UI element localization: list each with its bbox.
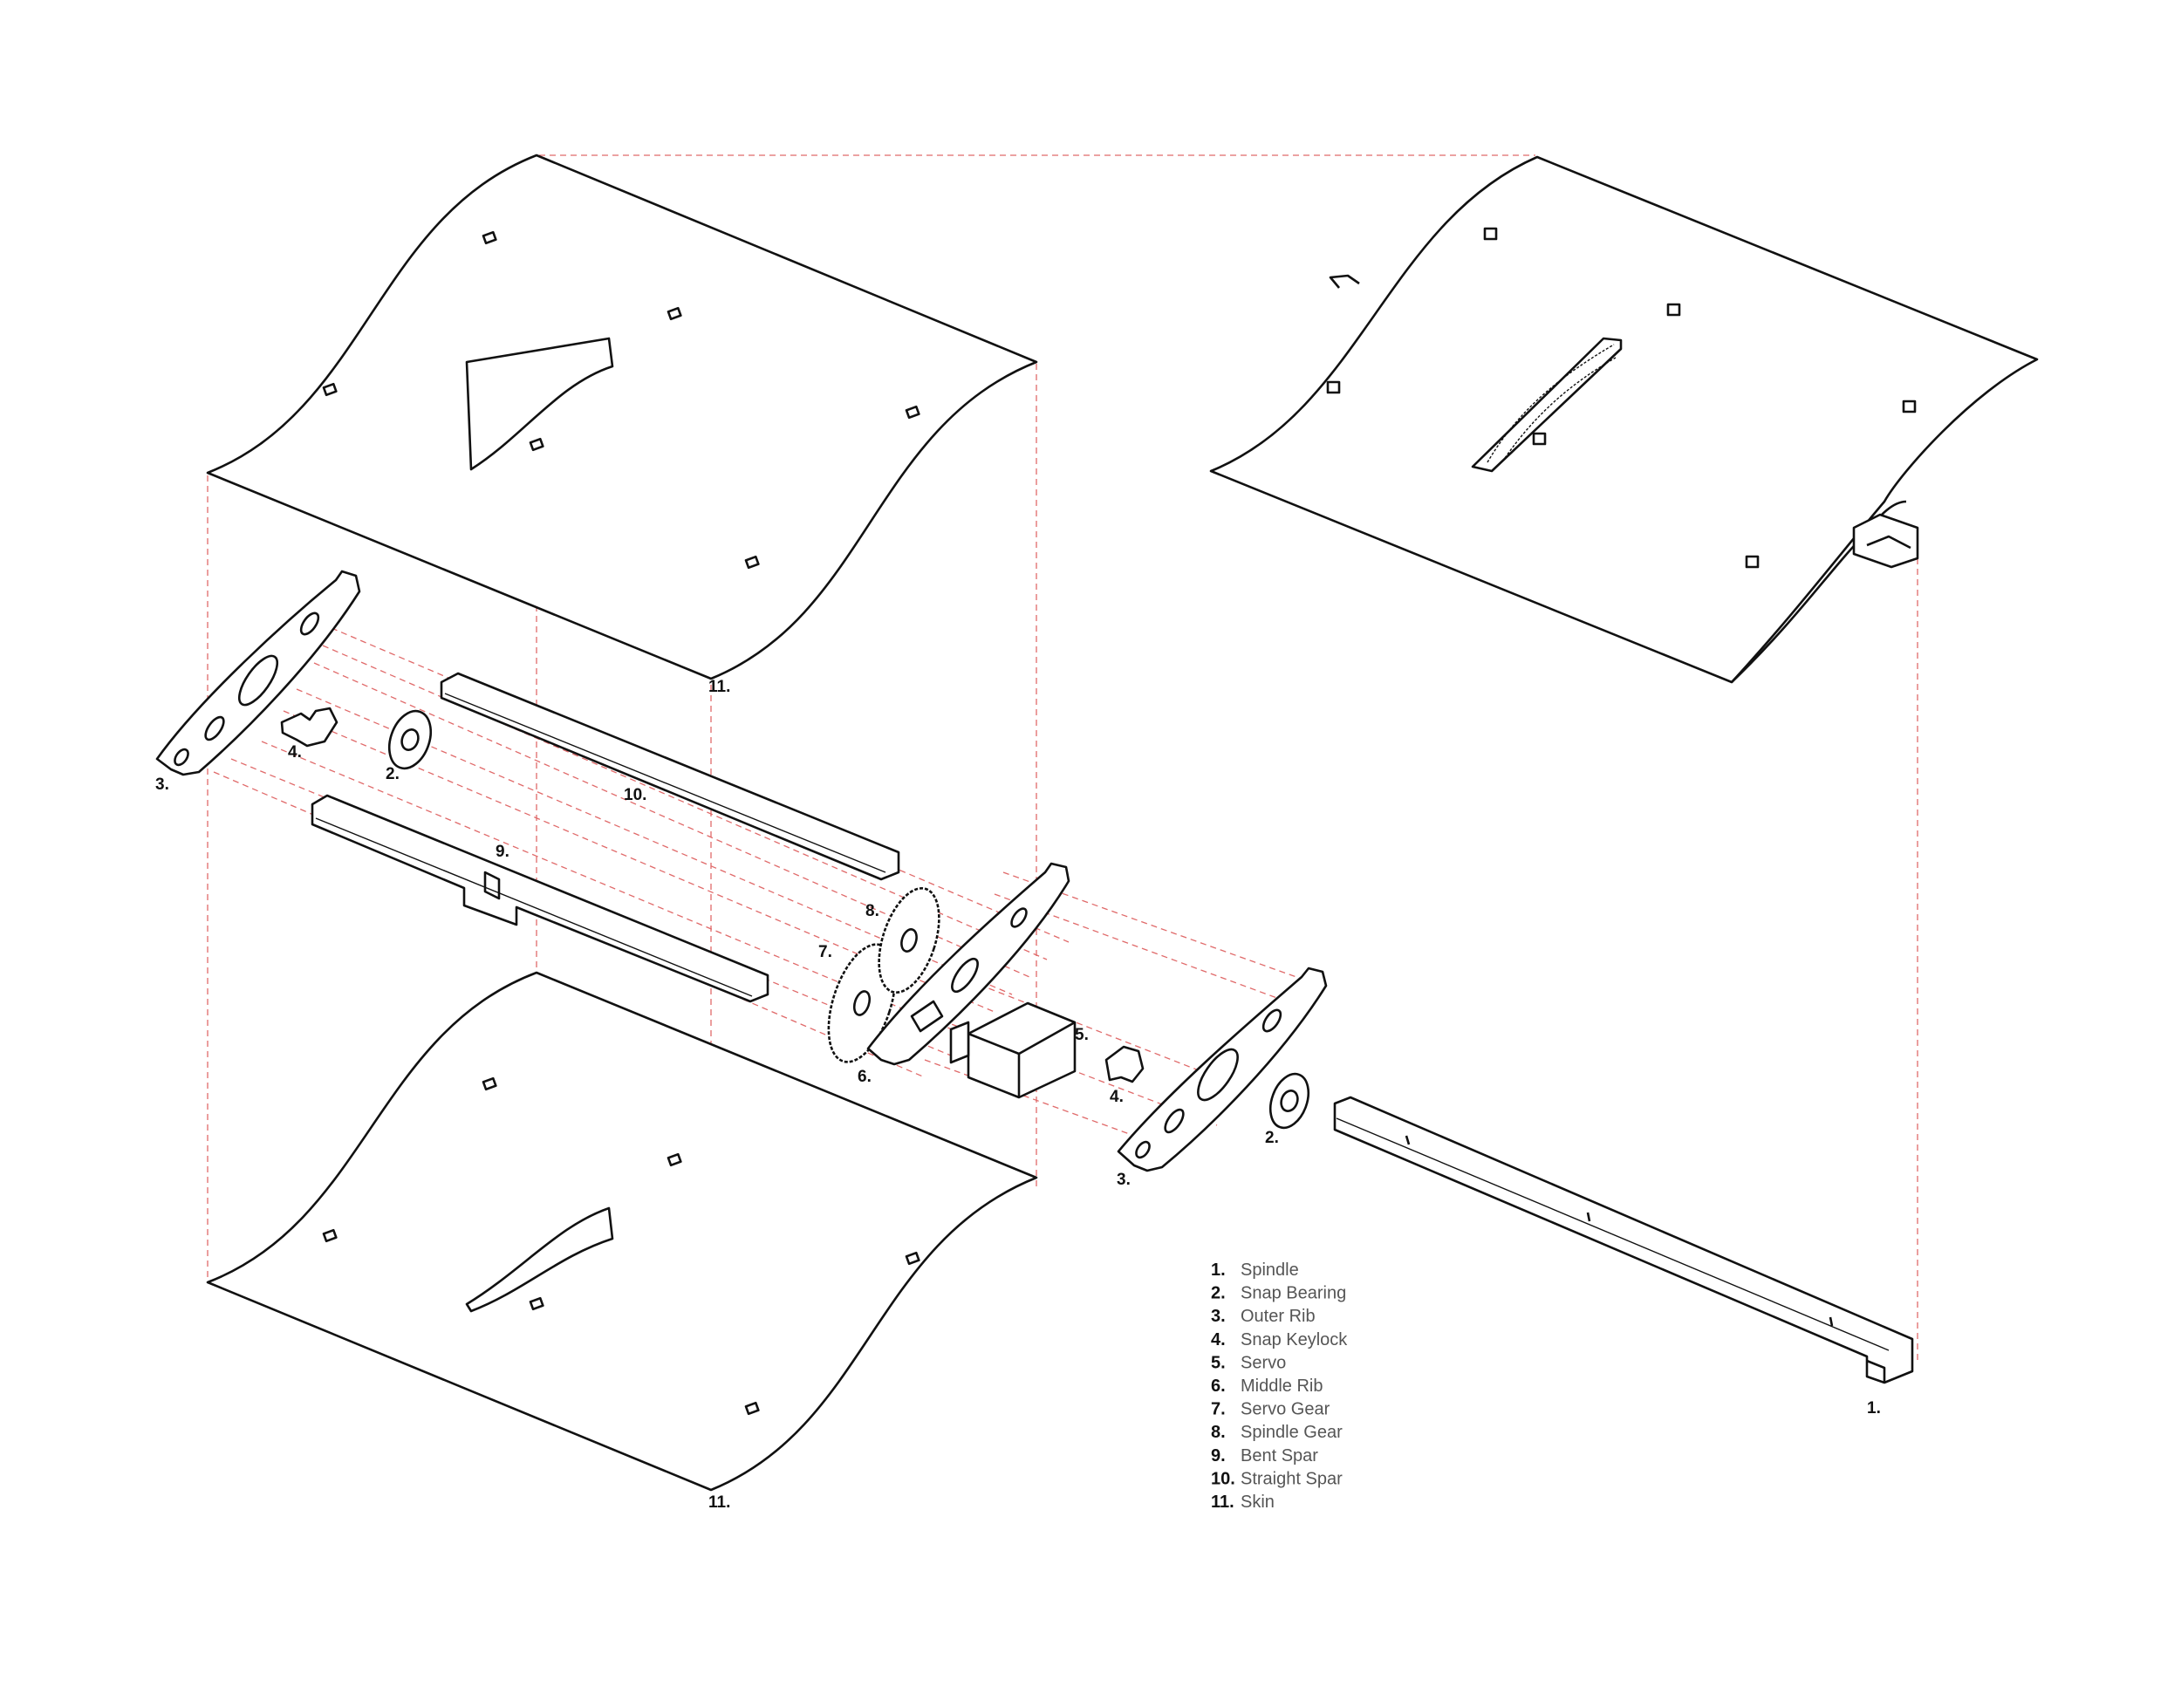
assembled-wing-spindle-end xyxy=(1852,513,1919,569)
legend-item-number: 5. xyxy=(1211,1353,1226,1372)
legend-item-number: 3. xyxy=(1211,1307,1226,1326)
legend-item-number: 8. xyxy=(1211,1423,1226,1442)
callout-middle-rib: 6. xyxy=(858,1068,872,1086)
servo-gear xyxy=(827,943,897,1063)
callout-spindle-gear: 8. xyxy=(865,902,879,920)
spindle xyxy=(1333,1096,1914,1384)
spindle-gear xyxy=(878,887,940,994)
outer-rib-left xyxy=(155,570,361,776)
skin-top-tabs xyxy=(322,230,920,570)
skin-bottom-tabs xyxy=(322,1076,920,1416)
legend-item: 8. Spindle Gear xyxy=(1211,1423,1343,1442)
legend-item-number: 7. xyxy=(1211,1400,1226,1419)
snap-bearing-left xyxy=(387,709,433,770)
callout-spindle: 1. xyxy=(1867,1399,1881,1418)
legend-item-name: Bent Spar xyxy=(1241,1446,1318,1465)
parts-legend: 1. Spindle 2. Snap Bearing 3. Outer Rib 4. Snap… xyxy=(1211,1261,1348,1512)
snap-bearing-right xyxy=(1268,1072,1310,1130)
assembled-wing xyxy=(1209,155,2039,684)
legend-item-name: Spindle xyxy=(1241,1261,1299,1280)
callout-skin-top: 11. xyxy=(708,678,730,696)
legend-item-name: Outer Rib xyxy=(1241,1307,1316,1326)
callout-servo: 5. xyxy=(1075,1026,1089,1044)
legend-item: 10. Straight Spar xyxy=(1211,1469,1343,1488)
legend-item-name: Servo Gear xyxy=(1241,1400,1330,1419)
legend-item-number: 9. xyxy=(1211,1446,1226,1465)
legend-item-name: Straight Spar xyxy=(1241,1469,1343,1488)
legend-item: 3. Outer Rib xyxy=(1211,1307,1316,1326)
legend-item: 11. Skin xyxy=(1211,1493,1275,1512)
legend-item-name: Skin xyxy=(1241,1493,1275,1512)
legend-item: 9. Bent Spar xyxy=(1211,1446,1318,1465)
legend-item-name: Snap Keylock xyxy=(1241,1330,1348,1349)
skin-bottom xyxy=(206,971,1038,1492)
skin-bottom-slot xyxy=(465,1206,614,1313)
legend-item-number: 10. xyxy=(1211,1469,1235,1488)
callout-servo-gear: 7. xyxy=(818,943,832,961)
bent-spar xyxy=(311,794,769,1003)
callout-keylock-left: 4. xyxy=(288,743,302,762)
callouts: 11. 11. 3. 4. 2. 10. 9. 8. 7. 6. 5. 4. 2… xyxy=(155,678,1881,1512)
straight-spar xyxy=(440,672,900,881)
outer-rib-right xyxy=(1117,967,1328,1172)
legend-item-name: Middle Rib xyxy=(1241,1377,1323,1396)
callout-bearing-left: 2. xyxy=(386,765,400,783)
middle-rib xyxy=(866,862,1070,1066)
callout-straight-spar: 10. xyxy=(624,786,646,804)
legend-item: 2. Snap Bearing xyxy=(1211,1284,1346,1303)
legend-item-number: 4. xyxy=(1211,1330,1226,1349)
snap-keylock-left xyxy=(280,707,338,748)
legend-item-name: Snap Bearing xyxy=(1241,1284,1346,1303)
skin-top-slot xyxy=(465,337,614,471)
assembled-wing-rib-edge xyxy=(1329,274,1360,289)
callout-skin-bottom: 11. xyxy=(708,1493,730,1512)
legend-item-number: 2. xyxy=(1211,1284,1226,1303)
snap-keylock-right xyxy=(1104,1045,1145,1083)
callout-outer-rib-left: 3. xyxy=(155,775,169,794)
assembled-wing-tabs xyxy=(1326,227,1917,569)
legend-item-name: Servo xyxy=(1241,1353,1286,1372)
callout-keylock-right: 4. xyxy=(1110,1088,1124,1106)
legend-item-number: 6. xyxy=(1211,1377,1226,1396)
callout-bearing-right: 2. xyxy=(1265,1129,1279,1147)
assembled-wing-gear-window xyxy=(1471,337,1623,473)
callout-outer-rib-right: 3. xyxy=(1117,1171,1131,1189)
legend-item: 5. Servo xyxy=(1211,1353,1286,1372)
callout-bent-spar: 9. xyxy=(496,843,509,861)
legend-item-number: 1. xyxy=(1211,1261,1226,1280)
skin-top xyxy=(206,154,1038,680)
servo xyxy=(949,1001,1077,1099)
legend-item-number: 11. xyxy=(1211,1493,1234,1512)
legend-item: 4. Snap Keylock xyxy=(1211,1330,1348,1349)
legend-item: 6. Middle Rib xyxy=(1211,1377,1323,1396)
legend-item: 1. Spindle xyxy=(1211,1261,1299,1280)
legend-item-name: Spindle Gear xyxy=(1241,1423,1343,1442)
legend-item: 7. Servo Gear xyxy=(1211,1400,1330,1419)
